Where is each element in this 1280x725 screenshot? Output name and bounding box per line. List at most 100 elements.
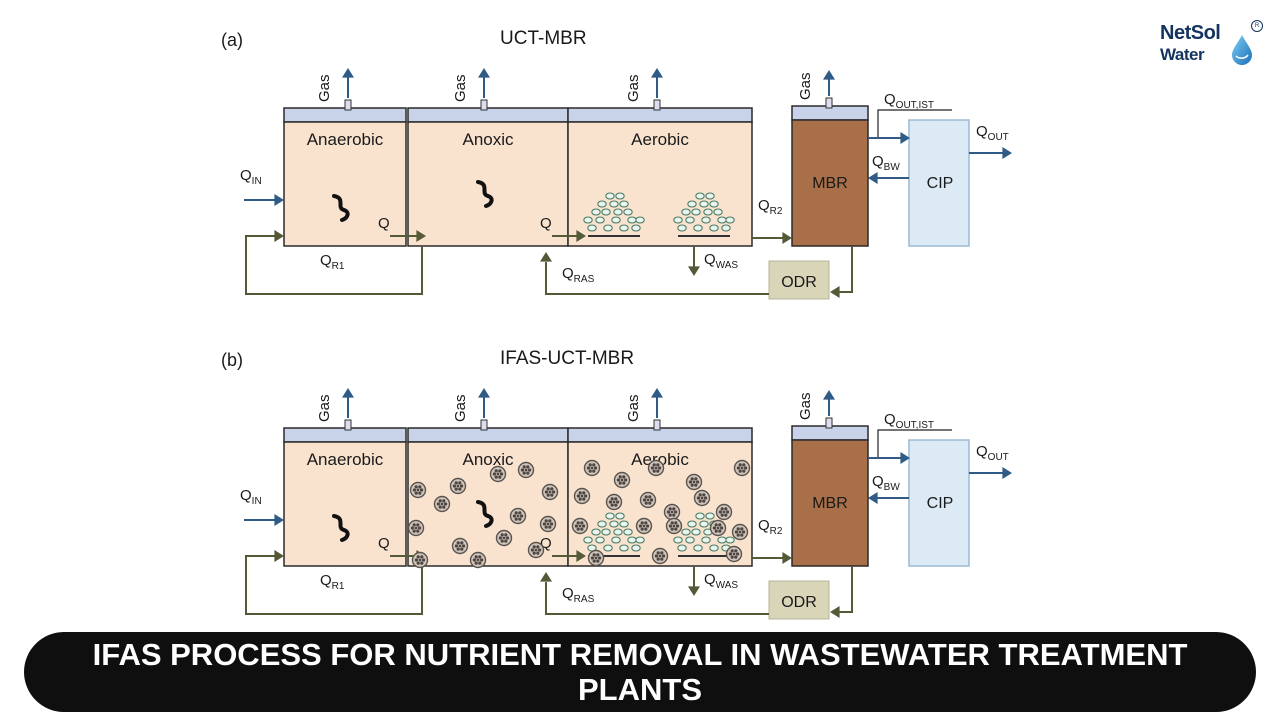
biofilm-carrier-icon <box>517 461 535 479</box>
carrier-dot <box>728 552 733 556</box>
carrier-dot <box>506 536 510 540</box>
bubble <box>635 536 645 544</box>
carrier-dot <box>726 510 730 514</box>
tank-contents <box>332 459 751 569</box>
biofilm-carrier-icon <box>639 491 657 509</box>
q-ras-label: QRAS <box>562 585 595 605</box>
q-r2-arrow-icon <box>782 552 792 564</box>
q1-arrow-icon <box>416 230 426 242</box>
carrier-dot <box>654 554 659 558</box>
q-out-arrow-icon <box>1002 467 1012 479</box>
carrier-dot <box>580 521 584 525</box>
bubble <box>699 520 709 528</box>
bubble <box>699 200 709 208</box>
cip-unit: CIP <box>908 119 970 247</box>
carrier-dot <box>714 529 718 533</box>
odr-unit: ODR <box>768 260 830 300</box>
carrier-dot <box>550 493 554 497</box>
bubble <box>701 536 711 544</box>
q-out-ist-arrow-icon <box>900 452 910 464</box>
carrier-dot <box>696 496 701 500</box>
mbr-tank <box>791 119 869 247</box>
carrier-dot <box>592 469 596 473</box>
carrier-dot <box>414 491 418 495</box>
tank-label: Anaerobic <box>307 450 384 469</box>
bubble <box>627 536 637 544</box>
diagram-panel-a: (a)UCT-MBRAnaerobicGasAnoxicGasAerobicGa… <box>221 28 1012 300</box>
odr-arrow-icon <box>830 286 840 298</box>
q1-label: Q <box>378 215 390 232</box>
carrier-dot <box>412 488 416 492</box>
biofilm-carrier-icon <box>449 477 467 495</box>
carrier-dot <box>548 490 552 494</box>
carrier-dot <box>418 558 422 562</box>
carrier-dot <box>610 503 614 507</box>
carrier-dot <box>584 494 588 498</box>
biofilm-carrier-icon <box>663 503 681 521</box>
gas-vent <box>825 97 833 109</box>
carrier-dot <box>500 539 504 543</box>
biofilm-carrier-icon <box>573 487 591 505</box>
carrier-dot <box>622 481 626 485</box>
carrier-dot <box>640 521 644 525</box>
carrier-dot <box>502 536 506 540</box>
carrier-dot <box>596 559 600 563</box>
carrier-dot <box>722 510 726 514</box>
q-out-arrow-icon <box>1002 147 1012 159</box>
panel-title: IFAS-UCT-MBR <box>500 348 634 369</box>
carrier-dot <box>642 498 647 502</box>
bubble <box>587 224 597 232</box>
bubble <box>591 528 601 536</box>
carrier-dot <box>420 555 424 559</box>
carrier-dot <box>514 511 518 515</box>
odr-label: ODR <box>781 594 817 611</box>
carrier-dot <box>552 490 556 494</box>
bubble <box>693 544 703 552</box>
carrier-dot <box>658 554 662 558</box>
bubble <box>721 224 731 232</box>
carrier-dot <box>578 497 582 501</box>
carrier-dot <box>730 555 734 559</box>
carrier-dot <box>476 558 480 562</box>
carrier-dot <box>610 497 614 501</box>
carrier-dot <box>616 500 620 504</box>
q-ras-line <box>545 262 769 295</box>
carrier-dot <box>674 521 678 525</box>
diagram-panel-b: (b)IFAS-UCT-MBRAnaerobicGasAnoxicGasAero… <box>221 348 1012 620</box>
biofilm-carrier-icon <box>709 519 727 537</box>
q-r1-arrow-icon <box>274 230 284 242</box>
carrier-dot <box>478 561 482 565</box>
biofilm-carrier-icon <box>613 471 631 489</box>
cip-box <box>908 439 970 567</box>
carrier-dot <box>736 533 740 537</box>
carrier-dot <box>590 556 595 560</box>
tank-contents <box>332 180 735 237</box>
tank-label: Anoxic <box>462 450 514 469</box>
carrier-dot <box>642 524 646 528</box>
q-in-arrow-icon <box>274 514 284 526</box>
carrier-dot <box>504 539 508 543</box>
carrier-dot <box>416 488 420 492</box>
cip-label: CIP <box>927 175 954 192</box>
tank-label: Aerobic <box>631 130 689 149</box>
carrier-dot <box>544 519 548 523</box>
q-r1-line <box>245 555 423 615</box>
tank-label: Anaerobic <box>307 130 384 149</box>
netsol-water-logo[interactable]: NetSol Water R <box>1158 20 1263 70</box>
bubble <box>611 536 621 544</box>
carrier-dot <box>550 522 554 526</box>
gas-label: Gas <box>797 392 814 420</box>
biofilm-carrier-icon <box>469 551 487 569</box>
biofilm-carrier-icon <box>539 515 557 533</box>
carrier-dot <box>414 558 418 562</box>
carrier-dot <box>740 466 744 470</box>
carrier-dot <box>694 477 698 481</box>
bubble <box>673 536 683 544</box>
biofilm-carrier-icon <box>605 493 623 511</box>
carrier-dot <box>718 529 722 533</box>
carrier-dot <box>644 495 648 499</box>
gas-label: Gas <box>452 394 469 422</box>
bubble <box>709 224 719 232</box>
carrier-dot <box>640 527 644 531</box>
